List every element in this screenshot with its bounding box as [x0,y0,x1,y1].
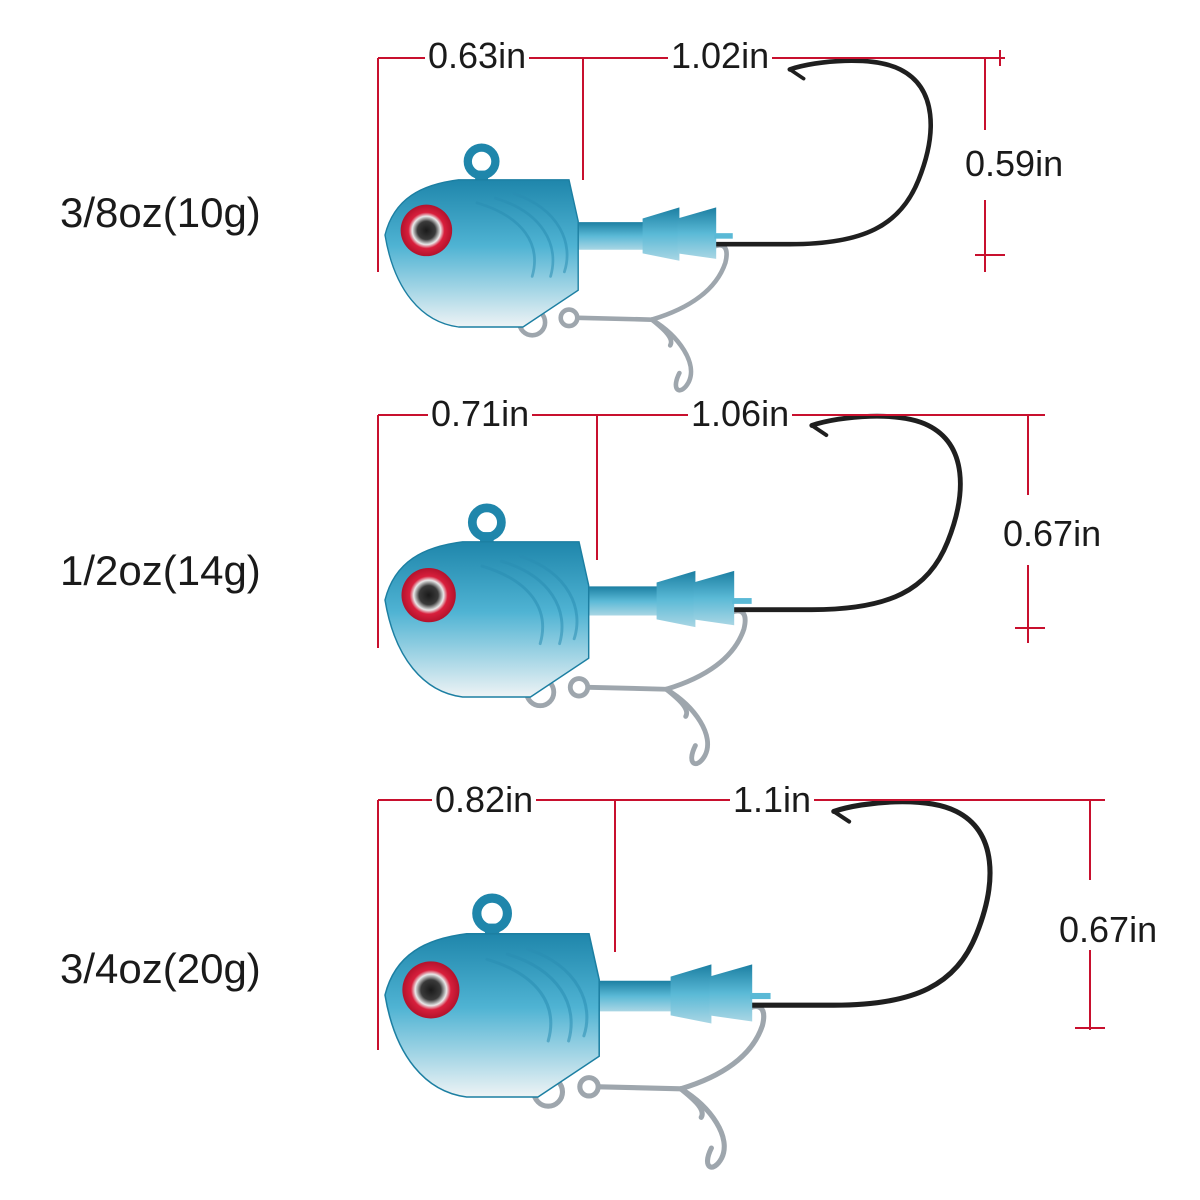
head-length-label-jig-1: 0.63in [425,38,530,74]
hook-gap-label-jig-1: 0.59in [962,146,1067,182]
hook-length-label-jig-1: 1.02in [668,38,773,74]
hook-length-label-jig-3: 1.1in [730,782,815,818]
weight-label-jig-2: 1/2oz(14g) [60,547,261,594]
weight-label-jig-3: 3/4oz(20g) [60,945,261,992]
hook-gap-label-jig-3: 0.67in [1056,912,1161,948]
weight-label-jig-1: 3/8oz(10g) [60,189,261,236]
hook-length-label-jig-2: 1.06in [688,396,793,432]
head-length-label-jig-2: 0.71in [428,396,533,432]
head-length-label-jig-3: 0.82in [432,782,537,818]
hook-gap-label-jig-2: 0.67in [1000,516,1105,552]
